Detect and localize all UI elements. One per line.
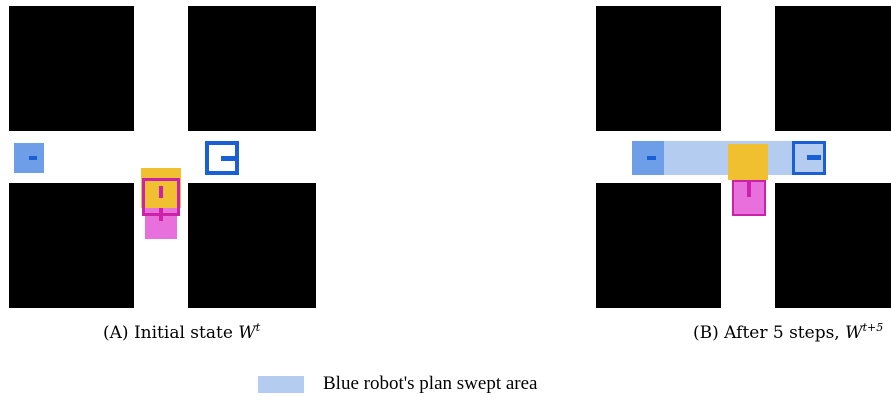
obstacle-block-bottom-right [188, 183, 316, 308]
caption-tag: (B) [693, 323, 719, 343]
legend-swatch [258, 375, 304, 393]
blue-robot-goal [205, 141, 239, 175]
blue-robot-heading-mark [29, 156, 37, 160]
legend-label: Blue robot's plan swept area [323, 373, 538, 394]
magenta-robot [732, 180, 766, 216]
caption-superscript: t+5 [862, 321, 884, 334]
magenta-robot-heading-mark [747, 182, 751, 197]
obstacle-block-bottom-left [596, 183, 721, 308]
caption-panel-b: (B) After 5 steps, Wt+5 [693, 321, 884, 343]
caption-variable: W [238, 323, 256, 343]
panel-initial-state [9, 6, 316, 308]
blue-goal-notch [221, 156, 235, 161]
caption-text: Initial state [133, 323, 233, 343]
obstacle-block-bottom-right [775, 183, 891, 308]
blue-robot [14, 143, 44, 173]
caption-panel-a: (A) Initial state Wt [103, 321, 261, 343]
blue-robot-heading-mark [647, 156, 656, 160]
blue-robot [632, 141, 664, 175]
caption-text: After 5 steps, [724, 323, 840, 343]
obstacle-block-bottom-left [9, 183, 134, 308]
magenta-robot-trail-mark [159, 208, 163, 221]
caption-variable: W [845, 323, 863, 343]
legend: Blue robot's plan swept area [258, 373, 537, 395]
obstacle-block-top-left [596, 6, 721, 131]
caption-tag: (A) [103, 323, 129, 343]
caption-superscript: t [255, 321, 261, 334]
obstacle-block-top-left [9, 6, 134, 131]
blue-robot-goal [792, 141, 826, 175]
yellow-robot [728, 144, 768, 180]
obstacle-block-top-right [188, 6, 316, 131]
blue-goal-notch [807, 155, 821, 160]
obstacle-block-top-right [775, 6, 891, 131]
magenta-robot-heading-mark [159, 186, 163, 198]
panel-after-5-steps [596, 6, 891, 308]
